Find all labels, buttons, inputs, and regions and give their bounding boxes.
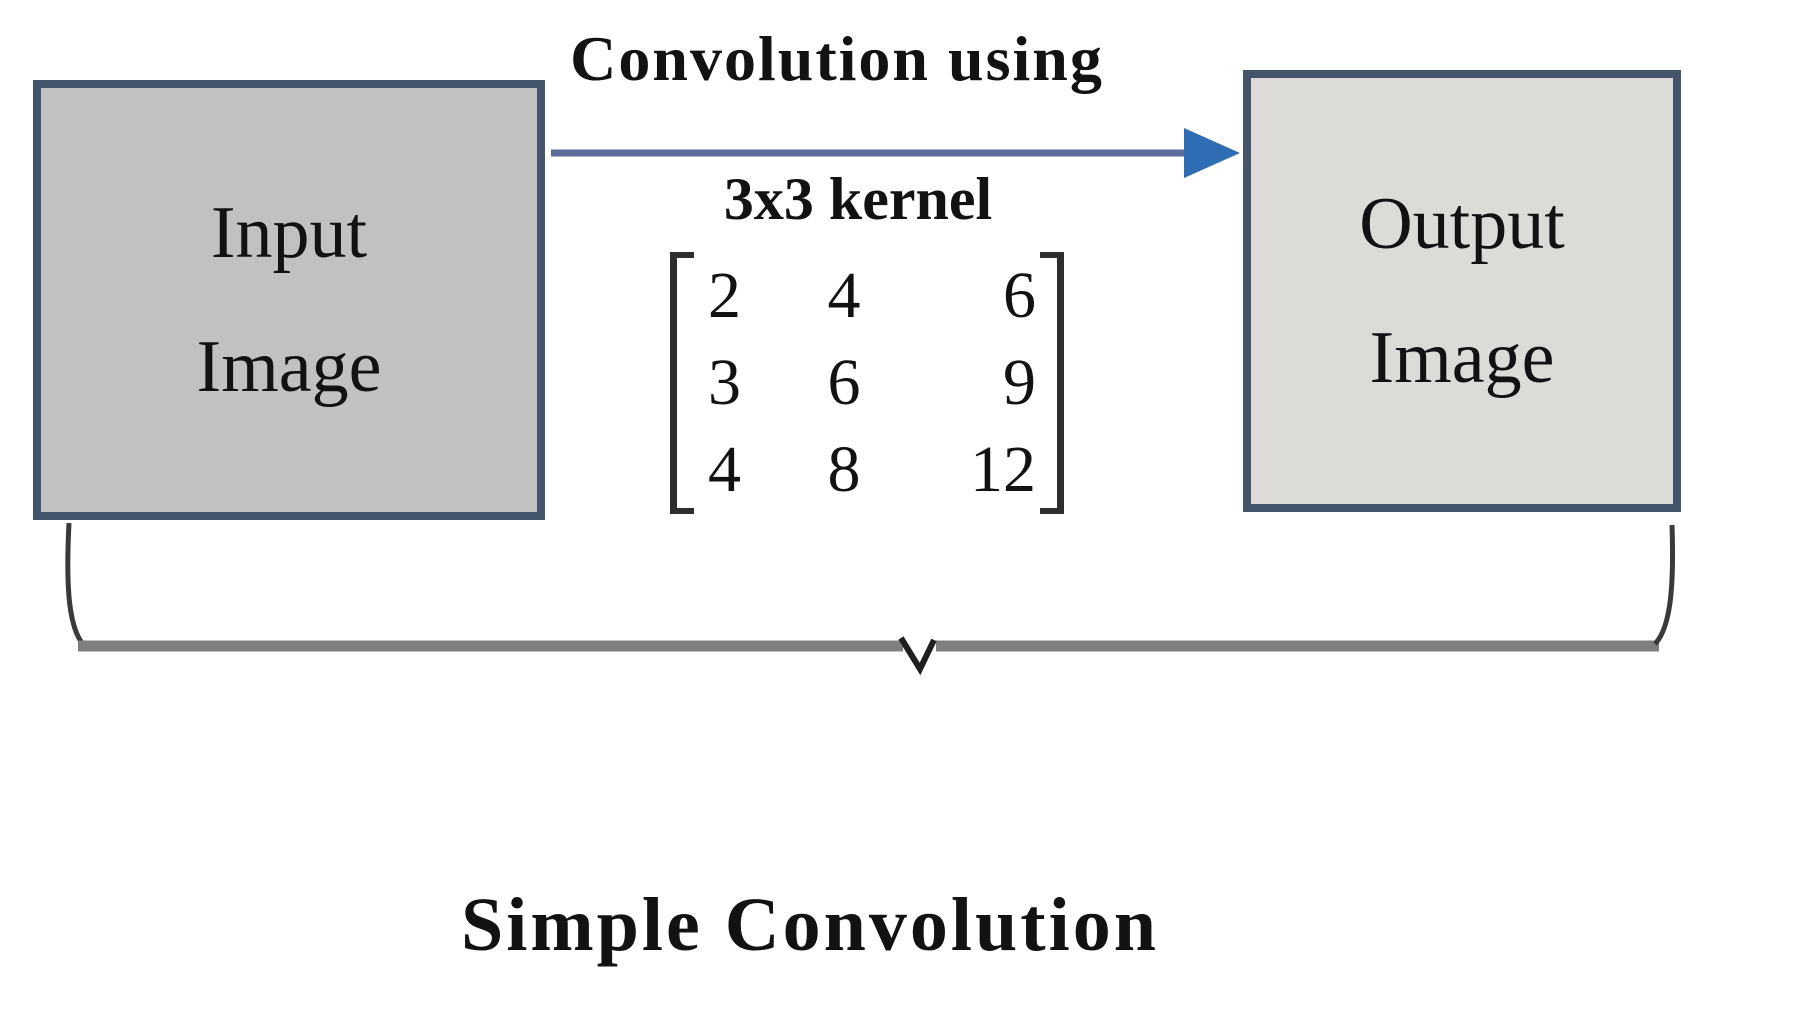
matrix-cell: 9 xyxy=(1003,345,1036,419)
output-box-label-line2: Image xyxy=(1369,317,1555,399)
brace-left-hook xyxy=(65,522,85,645)
convolution-arrow-head xyxy=(1184,128,1240,178)
input-image-box: Input Image xyxy=(33,80,545,520)
matrix-cell: 6 xyxy=(827,345,861,419)
matrix-right-bracket xyxy=(1040,252,1064,514)
arrow-label: Convolution using xyxy=(570,23,1104,94)
matrix-cell: 4 xyxy=(708,433,741,507)
input-box-label-line1: Input xyxy=(210,192,368,274)
figure-caption: Simple Convolution xyxy=(460,883,1160,967)
matrix-cell: 2 xyxy=(708,258,741,332)
matrix-cell: 6 xyxy=(1003,258,1036,332)
matrix-cell: 4 xyxy=(827,258,861,332)
matrix-cell: 12 xyxy=(970,433,1036,507)
output-box-label-line1: Output xyxy=(1359,183,1565,265)
brace-center-notch xyxy=(898,636,937,676)
matrix-left-bracket xyxy=(670,252,694,514)
kernel-label: 3x3 kernel xyxy=(723,166,993,232)
matrix-cell: 8 xyxy=(827,433,861,507)
brace-right-hook xyxy=(1653,524,1676,646)
output-image-box: Output Image xyxy=(1243,70,1681,512)
kernel-matrix: 2 4 6 3 6 9 4 8 12 xyxy=(670,252,1064,514)
matrix-cell: 3 xyxy=(708,345,741,419)
input-box-label-line2: Image xyxy=(196,326,382,408)
matrix-cells: 2 4 6 3 6 9 4 8 12 xyxy=(694,252,1040,514)
